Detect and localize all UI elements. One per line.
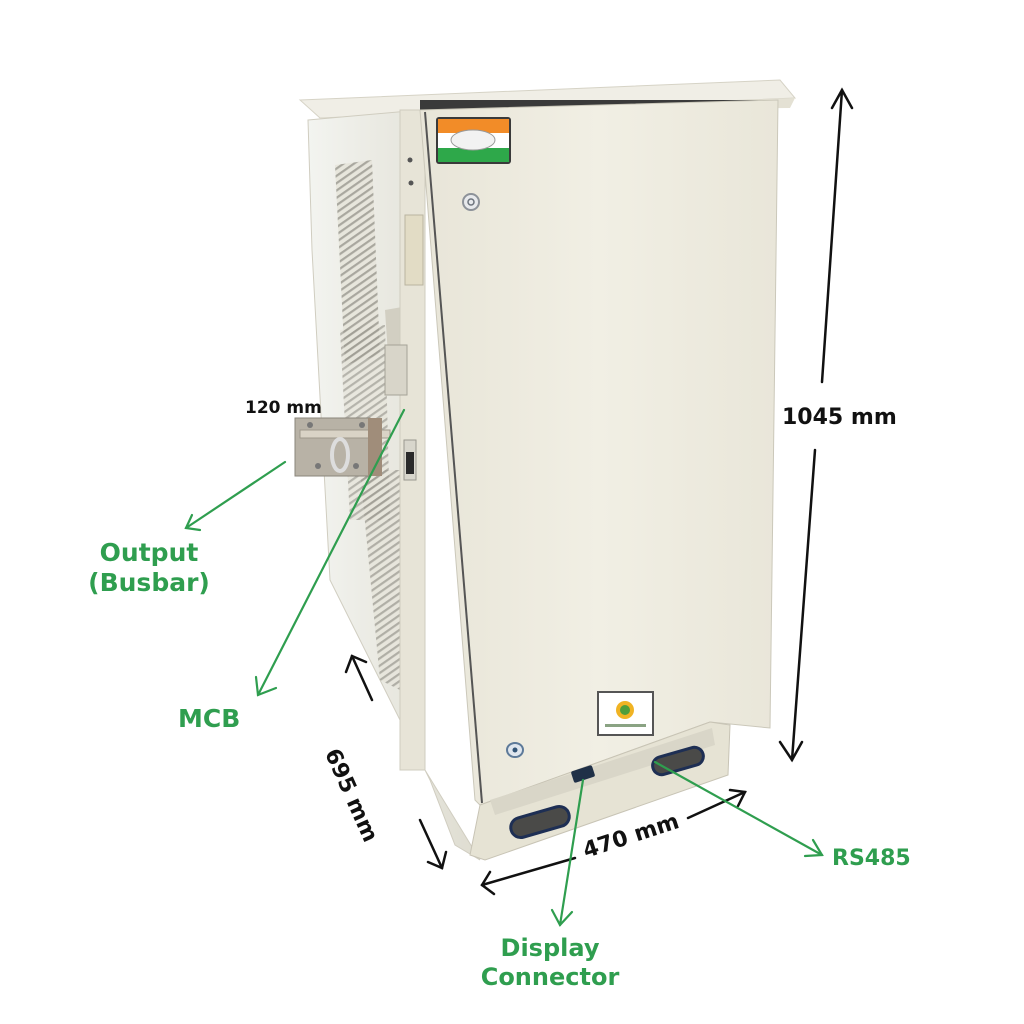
- rs485-callout-line: [653, 760, 824, 857]
- display-callout-line1: Display: [500, 934, 600, 962]
- mcb-callout-line: [256, 408, 406, 697]
- display-connector-port: [571, 765, 595, 783]
- display-callout-line: [558, 778, 585, 927]
- output-busbar-callout: Output (Busbar): [74, 538, 224, 598]
- cabinet-front-door: [419, 99, 779, 806]
- output-callout-line: [184, 460, 287, 530]
- busbar-dimension-label: 120 mm: [245, 398, 322, 418]
- depth-dimension-line-top: [350, 654, 374, 702]
- sun-leaf-logo-badge: [597, 691, 654, 736]
- height-dimension-line-bottom: [790, 448, 817, 762]
- width-dimension-line-left: [480, 856, 577, 887]
- mcb-lever: [406, 452, 414, 474]
- height-dimension-line-top: [820, 88, 844, 384]
- depth-dimension-line-bottom: [418, 818, 444, 870]
- height-dimension-label: 1045 mm: [782, 405, 897, 430]
- door-lock-top-icon: [462, 193, 480, 211]
- mcb-callout: MCB: [178, 704, 241, 733]
- dimension-lines: [344, 87, 854, 896]
- display-connector-callout: Display Connector: [470, 934, 630, 992]
- tricolor-lion-logo: [436, 117, 511, 164]
- rs485-callout: RS485: [832, 846, 911, 871]
- door-lock-bottom-icon: [506, 742, 524, 758]
- side-label-sticker: [404, 214, 424, 286]
- output-callout-line1: Output: [99, 538, 199, 567]
- width-dimension-line-right: [686, 790, 747, 820]
- output-busbar: [294, 344, 408, 477]
- base-slot-left: [509, 804, 571, 840]
- cabinet-side-panel: [307, 109, 481, 861]
- display-callout-line2: Connector: [480, 962, 620, 991]
- screw-hole: [408, 180, 414, 186]
- screw-hole: [407, 157, 413, 163]
- callout-lines: [184, 408, 824, 927]
- output-callout-line2: (Busbar): [88, 568, 210, 597]
